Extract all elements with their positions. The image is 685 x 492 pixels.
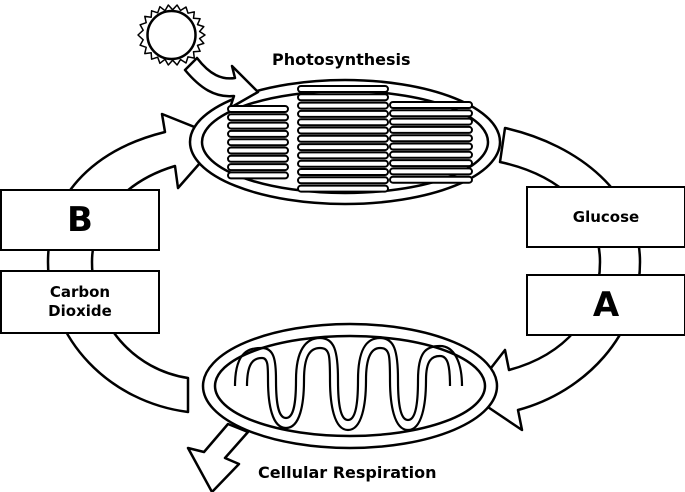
thylakoid-disc [297, 101, 389, 110]
thylakoid-disc [297, 85, 389, 93]
thylakoid-disc [389, 134, 473, 143]
thylakoid-disc [227, 154, 289, 163]
mitochondrion-icon [201, 322, 499, 450]
thylakoid-disc [389, 109, 473, 118]
thylakoid-disc [227, 129, 289, 138]
box-carbon-dioxide: Carbon Dioxide [0, 270, 160, 334]
thylakoid-disc [297, 159, 389, 168]
cellular-respiration-label: Cellular Respiration [258, 463, 437, 482]
thylakoid-disc [389, 167, 473, 176]
thylakoid-disc [227, 138, 289, 147]
thylakoid-disc [389, 150, 473, 159]
photosynthesis-label: Photosynthesis [272, 50, 411, 69]
thylakoid-disc [297, 143, 389, 152]
thylakoid-disc [297, 168, 389, 176]
thylakoid-disc [227, 121, 289, 130]
thylakoid-disc [389, 175, 473, 184]
thylakoid-disc [227, 113, 289, 122]
thylakoid-disc [297, 184, 389, 193]
thylakoid-disc [389, 125, 473, 134]
thylakoid-disc [227, 105, 289, 113]
thylakoid-disc [297, 93, 389, 102]
output-arrow-icon [186, 422, 250, 492]
sun-arrow-icon [183, 56, 260, 110]
box-b: B [0, 189, 160, 251]
thylakoid-disc [389, 142, 473, 151]
thylakoid-disc [297, 134, 389, 143]
sun-icon [137, 4, 206, 66]
thylakoid-disc [227, 146, 289, 155]
thylakoid-disc [227, 163, 289, 172]
thylakoid-disc [297, 151, 389, 160]
thylakoid-disc [389, 101, 473, 109]
box-glucose: Glucose [526, 186, 685, 248]
thylakoid-disc [297, 176, 389, 185]
box-a: A [526, 274, 685, 336]
thylakoid-disc [297, 126, 389, 135]
carbon-dioxide-label: Carbon Dioxide [48, 283, 112, 320]
thylakoid-disc [297, 109, 389, 118]
thylakoid-disc [389, 159, 473, 168]
thylakoid-disc [297, 118, 389, 127]
thylakoid-disc [389, 117, 473, 126]
thylakoid-disc [227, 171, 289, 180]
